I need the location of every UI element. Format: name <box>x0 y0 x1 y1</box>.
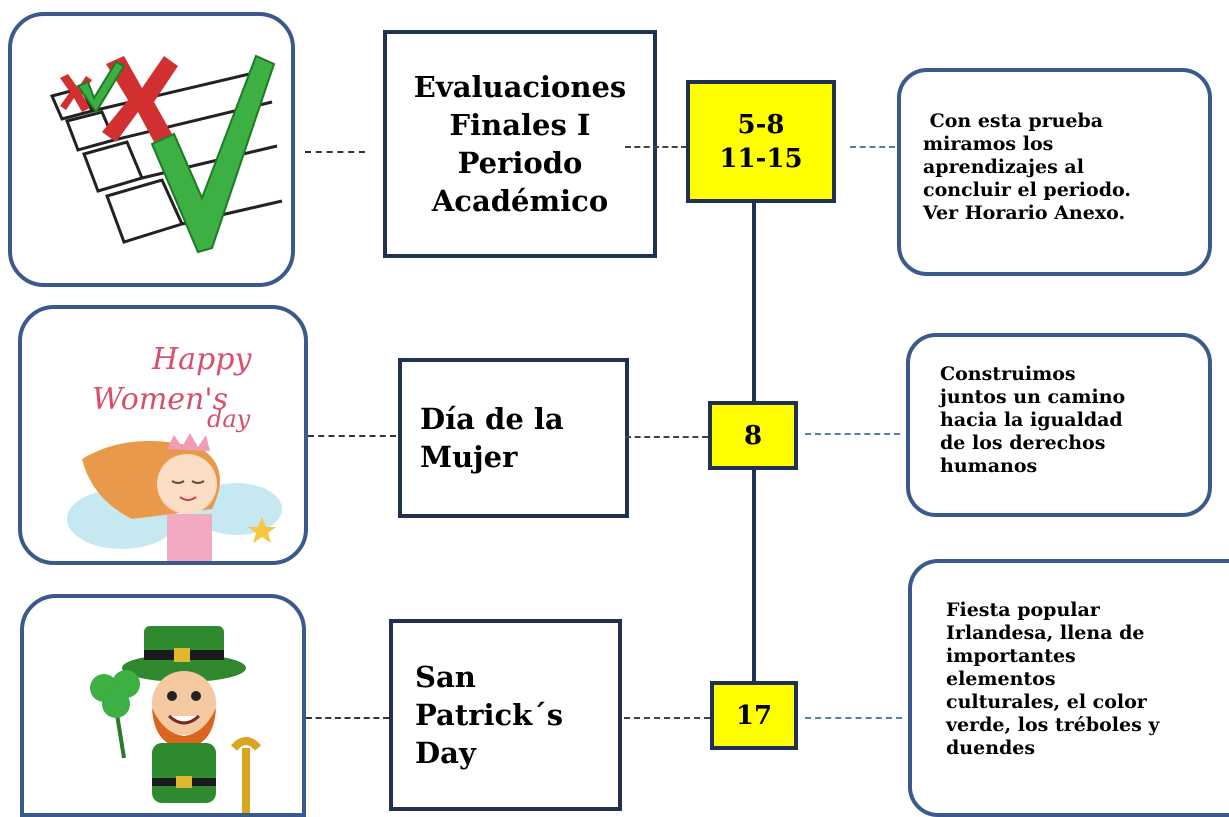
date-label-3: 17 <box>735 700 773 731</box>
connector-dash-3b <box>624 717 710 719</box>
connector-dash-2a <box>308 435 396 437</box>
date-box-1: 5-8 11-15 <box>686 80 836 203</box>
event-title-box-3: San Patrick´s Day <box>389 619 622 811</box>
womens-day-image-box: Happy Women's day <box>18 305 308 565</box>
connector-dash-2c <box>805 433 900 435</box>
connector-dash-2b <box>625 436 708 438</box>
description-box-1: Con esta prueba miramos los aprendizajes… <box>897 68 1212 276</box>
description-box-2: Construimos juntos un camino hacia la ig… <box>906 333 1212 517</box>
connector-dash-1b <box>625 146 687 148</box>
description-box-3: Fiesta popular Irlandesa, llena de impor… <box>908 559 1229 817</box>
leprechaun-image-box <box>20 594 306 817</box>
connector-dash-3c <box>805 717 902 719</box>
happy-text: Happy <box>151 342 252 377</box>
checklist-image-box <box>8 12 295 287</box>
date-label-1a: 5-8 <box>737 109 785 140</box>
event-title-box-2: Día de la Mujer <box>398 358 629 518</box>
timeline-connector-2 <box>752 466 756 684</box>
leprechaun-icon <box>90 626 262 813</box>
event-title-box-1: Evaluaciones Finales I Periodo Académico <box>383 30 657 258</box>
date-label-1b: 11-15 <box>719 143 803 174</box>
connector-dash-3a <box>306 717 389 719</box>
event-title-2: Día de la Mujer <box>420 402 564 474</box>
connector-dash-1c <box>850 146 895 148</box>
event-title-3: San Patrick´s Day <box>415 660 564 770</box>
date-box-3: 17 <box>710 681 798 750</box>
event-title-1: Evaluaciones Finales I Periodo Académico <box>413 70 627 218</box>
checklist-icon <box>49 54 283 254</box>
date-box-2: 8 <box>708 401 798 470</box>
womens-text: Women's <box>92 382 228 417</box>
date-label-2: 8 <box>743 420 763 451</box>
womens-day-fairy-icon: Happy Women's day <box>67 342 282 561</box>
timeline-connector-1 <box>752 200 756 405</box>
day-text: day <box>207 405 251 433</box>
connector-dash-1a <box>305 151 365 153</box>
